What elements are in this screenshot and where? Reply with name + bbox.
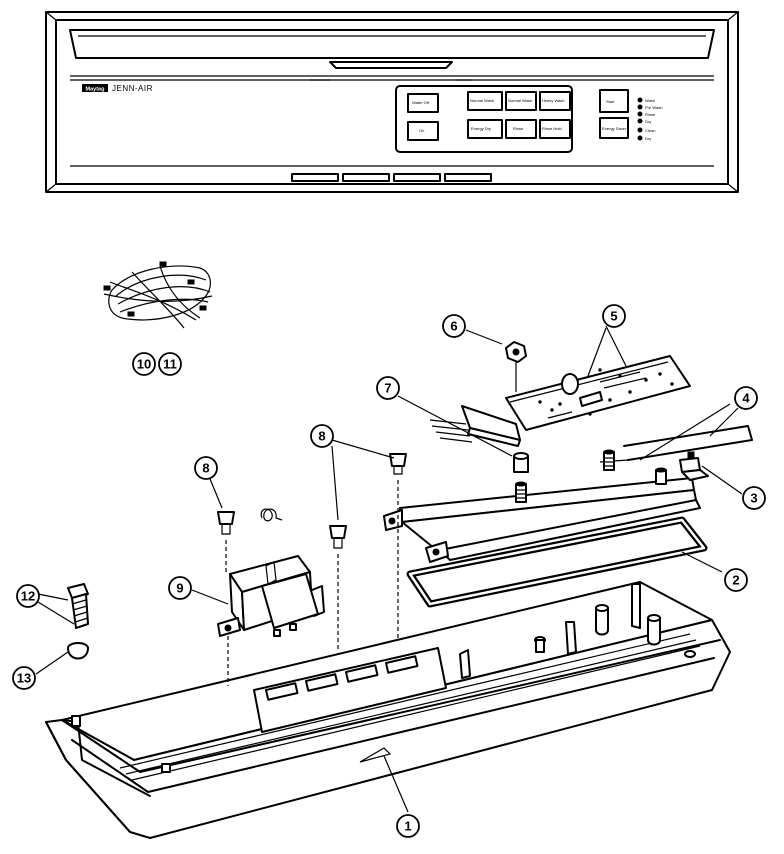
callout-6: 6 (442, 314, 466, 338)
svg-text:7: 7 (384, 381, 391, 396)
svg-text:9: 9 (176, 581, 183, 596)
callout-4: 4 (734, 386, 758, 410)
button-on[interactable]: On (407, 121, 439, 141)
svg-text:Pre Wash: Pre Wash (645, 105, 662, 110)
callout-13: 13 (12, 666, 36, 690)
svg-text:Energy Saver: Energy Saver (602, 126, 627, 131)
circuit-board (505, 355, 691, 431)
brand-logo: Maytag JENN-AIR (82, 84, 153, 93)
button-rinse[interactable]: Rinse (505, 119, 537, 139)
svg-text:Dry: Dry (645, 119, 651, 124)
cap-plug (67, 642, 89, 660)
callout-9: 9 (168, 576, 192, 600)
svg-text:On: On (419, 128, 424, 133)
svg-text:13: 13 (17, 671, 31, 686)
start-button-group: Start Energy Saver (599, 89, 629, 139)
svg-text:Dry: Dry (645, 136, 651, 141)
leveling-screw (67, 583, 89, 629)
ribbon-connector (429, 405, 521, 447)
callout-12: 12 (16, 584, 40, 608)
callout-7: 7 (376, 376, 400, 400)
svg-text:Water Off: Water Off (412, 100, 430, 105)
brand-name: JENN-AIR (112, 84, 153, 93)
svg-text:8: 8 (202, 461, 209, 476)
svg-text:6: 6 (450, 319, 457, 334)
screw-upper (389, 453, 407, 640)
svg-text:Rinse: Rinse (645, 112, 656, 117)
svg-text:Wash: Wash (645, 98, 655, 103)
svg-text:Rinse: Rinse (513, 126, 524, 131)
callout-10: 10 (132, 352, 156, 376)
svg-text:Start: Start (606, 99, 615, 104)
gasket (406, 516, 708, 608)
spring-clip (260, 508, 283, 522)
button-energy-dry[interactable]: Energy Dry (467, 119, 503, 139)
button-heavy-wash[interactable]: Heavy Wash (539, 91, 571, 111)
svg-text:Rinse Hold: Rinse Hold (542, 126, 562, 131)
nut (505, 341, 527, 392)
button-start[interactable]: Start (599, 89, 629, 113)
svg-text:10: 10 (137, 357, 151, 372)
callout-1: 1 (396, 814, 420, 838)
screw-left (217, 511, 235, 574)
svg-text:3: 3 (750, 491, 757, 506)
callout-8-left: 8 (194, 456, 218, 480)
button-normal-wash-1[interactable]: Normal Wash (467, 91, 503, 111)
callout-2: 2 (724, 568, 748, 592)
button-energy-saver[interactable]: Energy Saver (599, 117, 629, 139)
svg-text:2: 2 (732, 573, 739, 588)
callout-3: 3 (742, 486, 766, 510)
svg-text:Energy Dry: Energy Dry (471, 126, 491, 131)
keypad: Water Off On Normal Wash Normal Wash Hea… (395, 85, 573, 153)
svg-text:12: 12 (21, 589, 35, 604)
leader-lines (35, 325, 743, 813)
svg-text:4: 4 (742, 391, 750, 406)
control-housing (45, 581, 731, 839)
button-water-off[interactable]: Water Off (407, 93, 439, 113)
transformer (217, 555, 325, 686)
screw-middle (329, 525, 347, 650)
button-normal-wash-2[interactable]: Normal Wash (505, 91, 537, 111)
standoff-spacers (513, 452, 529, 503)
svg-text:Normal Wash: Normal Wash (508, 98, 532, 103)
callout-5: 5 (602, 304, 626, 328)
svg-text:8: 8 (318, 429, 325, 444)
svg-text:Normal Wash: Normal Wash (470, 98, 494, 103)
wire-harness (103, 261, 213, 329)
svg-text:1: 1 (404, 819, 411, 834)
control-panel-front (45, 11, 739, 193)
button-rinse-hold[interactable]: Rinse Hold (539, 119, 571, 139)
status-lights: Wash Pre Wash Rinse Dry Clean Dry (637, 97, 662, 141)
callouts: 1 2 3 4 5 6 7 8 8 9 10 1 (12, 304, 766, 838)
callout-8-upper: 8 (310, 424, 334, 448)
svg-text:11: 11 (163, 357, 177, 372)
logo-text: Maytag (86, 87, 105, 93)
bracket (383, 425, 753, 563)
svg-text:Clean: Clean (645, 128, 655, 133)
svg-text:Heavy Wash: Heavy Wash (542, 98, 565, 103)
callout-11: 11 (158, 352, 182, 376)
svg-text:5: 5 (610, 309, 617, 324)
